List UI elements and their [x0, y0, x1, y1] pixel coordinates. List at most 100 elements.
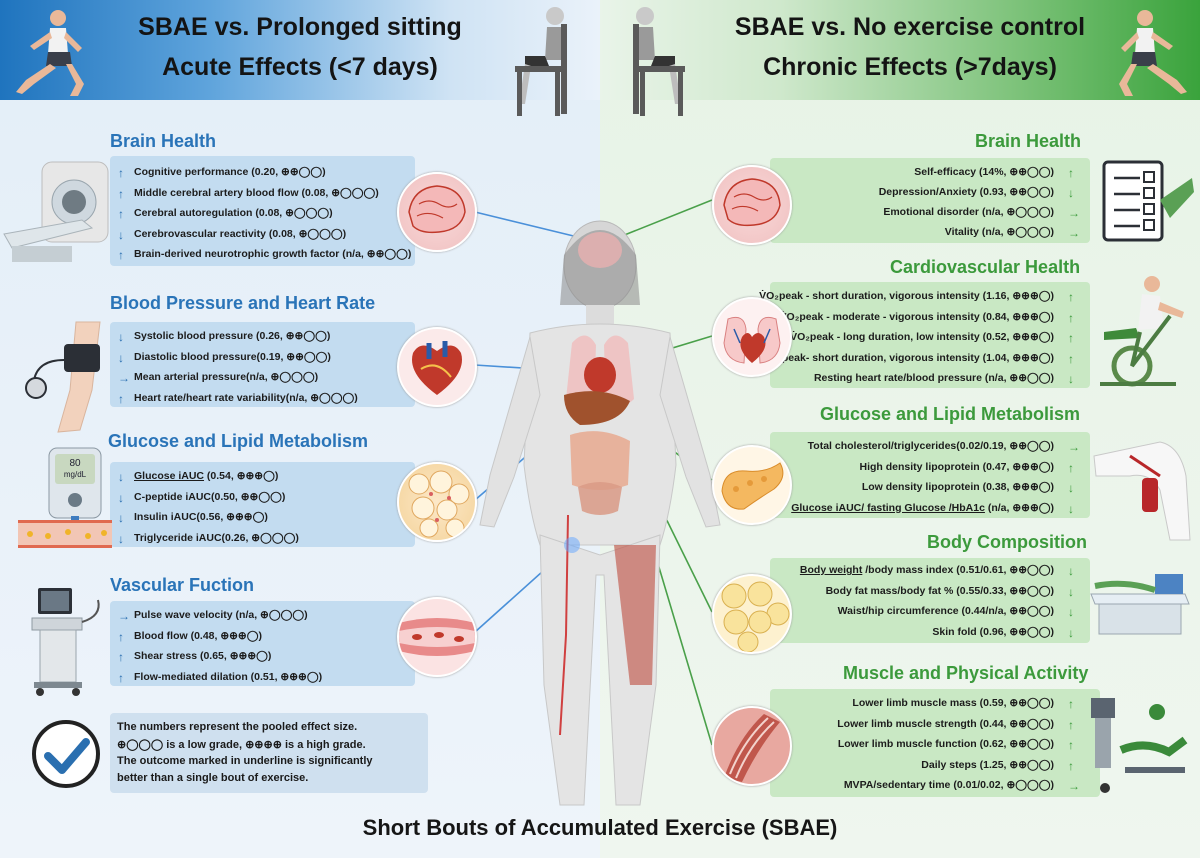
ultrasound-machine-icon [31, 588, 100, 696]
outcome-item: MVPA/sedentary time (0.01/0.02, ⊕◯◯◯) [843, 779, 1054, 791]
left-brain-title: Brain Health [110, 131, 217, 151]
sitting-person-right-icon [633, 7, 685, 116]
outcome-item: Lower limb muscle strength (0.44, ⊕⊕◯◯) [837, 717, 1054, 730]
outcome-item: Cognitive performance (0.20, ⊕⊕◯◯) [134, 166, 326, 178]
trend-arrow-icon: ↑ [118, 186, 124, 201]
right-body-panel [770, 558, 1090, 643]
significant-outcome-underline: Glucose iAUC [134, 470, 205, 482]
trend-arrow-icon: → [1068, 440, 1080, 454]
trend-arrow-icon: ↑ [1068, 290, 1074, 304]
outcome-item: Lower limb muscle function (0.62, ⊕⊕◯◯) [837, 738, 1054, 750]
left-glucose-panel [110, 462, 415, 547]
trend-arrow-icon: ↓ [118, 531, 124, 546]
right-muscle-panel [770, 689, 1100, 797]
fat-cells-circle-left [397, 462, 477, 542]
right-body-title: Body Composition [927, 532, 1087, 552]
brain-circle-right [712, 165, 792, 245]
blood-pressure-cuff-icon [25, 321, 101, 433]
note-line-3: The outcome marked in underline is signi… [117, 755, 373, 767]
human-body-illustration [479, 220, 721, 806]
outcome-item: Self-efficacy (14%, ⊕⊕◯◯) [914, 166, 1054, 178]
outcome-item: V̇O₂peak - moderate - vigorous intensity… [779, 310, 1054, 323]
blood-vessel-icon [399, 618, 475, 656]
trend-arrow-icon: ↑ [1068, 166, 1074, 180]
outcome-item: Daily steps (1.25, ⊕⊕◯◯) [921, 758, 1054, 771]
left-bp-panel [110, 322, 415, 407]
right-header-title: SBAE vs. No exercise control Chronic Eff… [700, 10, 1120, 84]
left-header-line1: SBAE vs. Prolonged sitting [138, 13, 462, 41]
trend-arrow-icon: ↑ [1068, 460, 1074, 475]
outcome-item: Shear stress (0.65, ⊕⊕⊕◯) [134, 650, 272, 662]
sitting-person-left-icon [515, 7, 567, 116]
trend-arrow-icon: ↑ [118, 670, 124, 685]
outcome-item: Insulin iAUC(0.56, ⊕⊕⊕◯) [134, 511, 268, 523]
significant-outcome-underline: Body weight [799, 564, 863, 576]
note-line-2: ⊕◯◯◯ is a low grade, ⊕⊕⊕⊕ is a high grad… [117, 739, 366, 751]
outcome-item: Triglyceride iAUC(0.26, ⊕◯◯◯) [134, 531, 299, 544]
glucometer-unit: mg/dL [63, 470, 87, 479]
lungs-heart-circle-right [712, 297, 792, 377]
trend-arrow-icon: ↑ [118, 650, 124, 664]
trend-arrow-icon: → [1068, 226, 1080, 240]
left-brain-panel [110, 156, 415, 266]
footer-title: Short Bouts of Accumulated Exercise (SBA… [362, 815, 838, 840]
trend-arrow-icon: ↑ [118, 629, 124, 644]
exercise-bike-icon [1100, 276, 1184, 387]
trend-arrow-icon: ↑ [1068, 331, 1074, 345]
note-line-4: better than a single bout of exercise. [117, 772, 309, 784]
outcome-item: Skin fold (0.96, ⊕⊕◯◯) [932, 625, 1054, 638]
outcome-item: Blood flow (0.48, ⊕⊕⊕◯) [134, 629, 262, 642]
checkmark-icon [32, 720, 100, 788]
trend-arrow-icon: ↓ [118, 470, 124, 484]
lungs-heart-icon [723, 316, 781, 364]
outcome-item: Emotional disorder (n/a, ⊕◯◯◯) [883, 206, 1054, 218]
checklist-questionnaire-icon [1102, 160, 1194, 242]
left-header-title: SBAE vs. Prolonged sitting Acute Effects… [120, 10, 480, 84]
legend-note-box: The numbers represent the pooled effect … [110, 713, 428, 793]
right-brain-panel [770, 158, 1090, 243]
outcome-item: Depression/Anxiety (0.93, ⊕⊕◯◯) [878, 186, 1054, 198]
trend-arrow-icon: → [118, 371, 130, 385]
right-muscle-title: Muscle and Physical Activity [843, 663, 1089, 683]
heart-icon [412, 341, 462, 395]
muscle-circle-right [712, 706, 792, 786]
trend-arrow-icon: ↑ [118, 207, 124, 221]
left-glucose-title: Glucose and Lipid Metabolism [108, 431, 369, 451]
runner-left-icon [16, 10, 84, 96]
trend-arrow-icon: ↓ [1068, 501, 1074, 516]
outcome-item: Low density lipoprotein (0.38, ⊕⊕⊕◯) [861, 481, 1054, 493]
arm-blood-draw-icon [1093, 441, 1191, 541]
trend-arrow-icon: ↑ [118, 248, 124, 262]
adipose-cells-icon [721, 581, 790, 652]
right-cardio-title: Cardiovascular Health [890, 257, 1081, 277]
outcome-item: C-peptide iAUC(0.50, ⊕⊕◯◯) [134, 490, 286, 503]
outcome-item: Ppeak- short duration, vigorous intensit… [774, 351, 1054, 364]
left-header-line2: Acute Effects (<7 days) [162, 53, 438, 81]
pancreas-icon [721, 462, 784, 510]
left-vascular-title: Vascular Fuction [110, 575, 255, 595]
right-header-band [600, 0, 1200, 100]
outcome-item-rest: /body mass index (0.51/0.61, ⊕⊕◯◯) [862, 564, 1054, 576]
significant-outcome-underline: Glucose iAUC/ fasting Glucose /HbA1c [791, 501, 985, 514]
trend-arrow-icon: ↓ [1068, 584, 1074, 599]
fat-cells-circle-right [712, 574, 792, 654]
outcome-item: Middle cerebral artery blood flow (0.08,… [134, 186, 379, 199]
leg-press-machine-icon [1091, 698, 1188, 793]
outcome-item: Diastolic blood pressure(0.19, ⊕⊕◯◯) [134, 350, 331, 363]
heart-circle-left [397, 327, 477, 407]
trend-arrow-icon: → [1068, 779, 1080, 793]
brain-circle-left [397, 172, 477, 252]
vessel-circle-left [397, 597, 477, 677]
outcome-item: Brain-derived neurotrophic growth factor… [134, 248, 412, 260]
outcome-item: Waist/hip circumference (0.44/n/a, ⊕⊕◯◯) [837, 605, 1054, 617]
trend-arrow-icon: ↑ [118, 391, 124, 406]
trend-arrow-icon: ↑ [1068, 697, 1074, 711]
trend-arrow-icon: → [1068, 206, 1080, 220]
outcome-item: Resting heart rate/blood pressure (n/a, … [813, 372, 1054, 384]
outcome-item: Vitality (n/a, ⊕◯◯◯) [944, 226, 1054, 238]
brain-icon [408, 185, 466, 234]
outcome-item: Body weight /body mass index (0.51/0.61,… [800, 564, 1054, 576]
trend-arrow-icon: ↑ [118, 166, 124, 180]
outcome-item-rest: (0.54, ⊕⊕⊕◯) [204, 470, 279, 482]
left-vascular-panel [110, 601, 415, 686]
